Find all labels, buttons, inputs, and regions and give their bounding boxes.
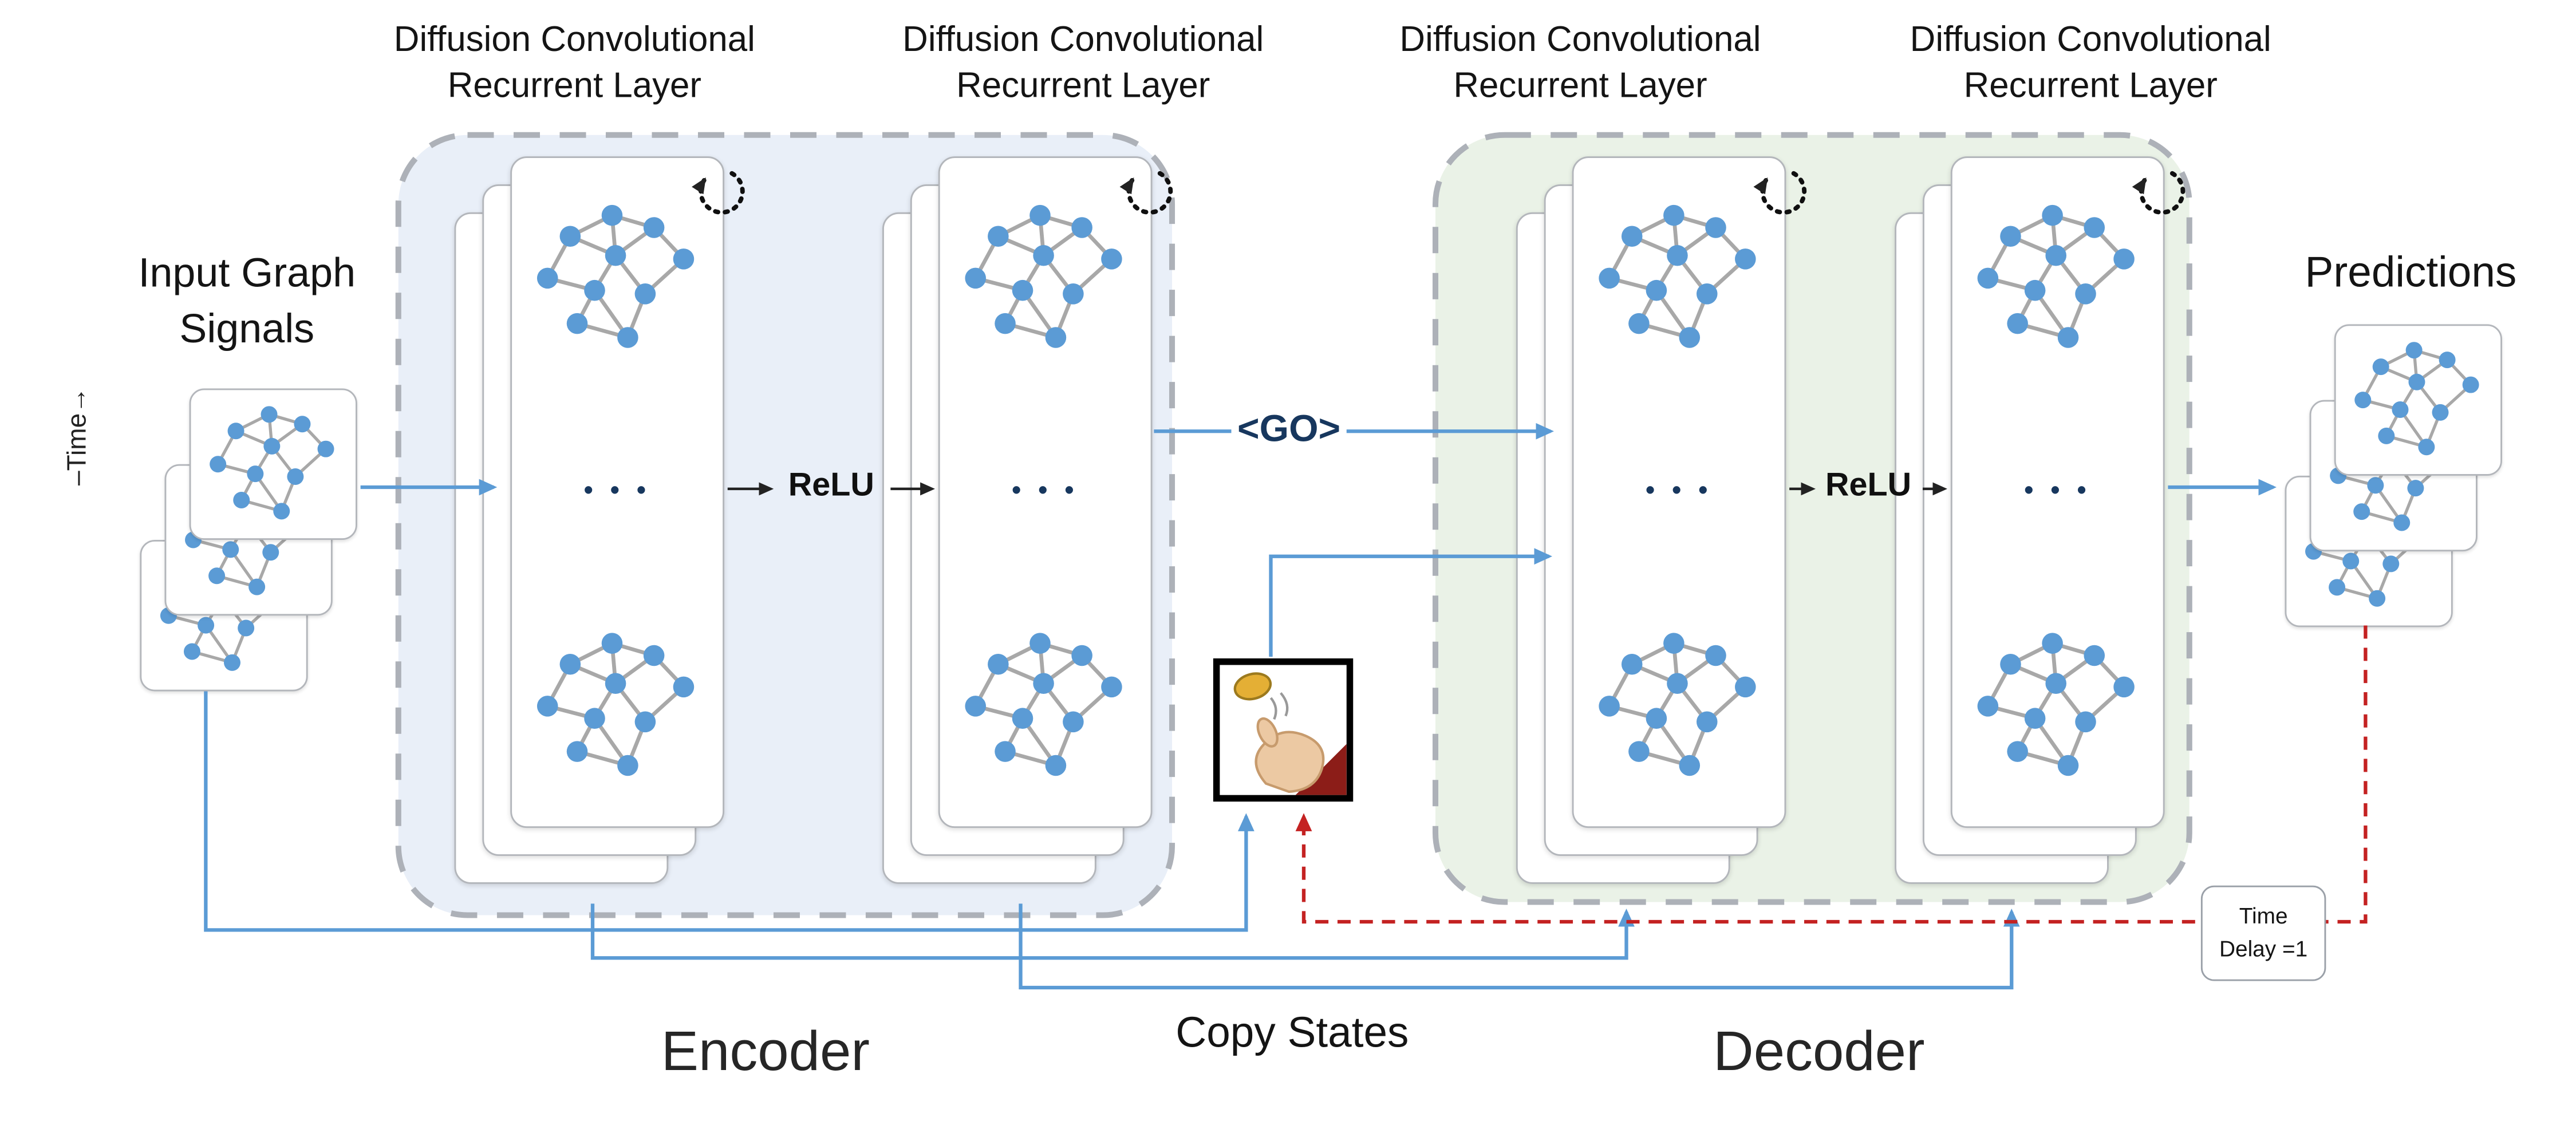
encoder-label: Encoder xyxy=(661,1020,870,1083)
hidden-units-ellipsis: • • • xyxy=(1645,477,1713,506)
decoder-dcrl-stack-2: • • • xyxy=(1895,156,2186,884)
layer-title-4: Diffusion Convolutional Recurrent Layer xyxy=(1910,19,2271,106)
input-graph-signals-label: Input Graph Signals xyxy=(138,250,356,352)
coin-flip-icon xyxy=(1233,672,1347,795)
encoder-dcrl-stack-1: • • • xyxy=(454,156,745,884)
recurrence-arrow-icon xyxy=(1753,171,1807,215)
graph-icon xyxy=(530,198,705,359)
predictions-stack xyxy=(2285,324,2506,630)
decoder-dcrl-stack-1: • • • xyxy=(1516,156,1807,884)
recurrence-arrow-icon xyxy=(2132,171,2186,215)
time-delay-line1: Time xyxy=(2239,904,2288,929)
recurrence-arrow-icon xyxy=(1119,171,1173,215)
layer-card: • • • xyxy=(1950,156,2165,828)
prediction-card xyxy=(2334,324,2502,476)
layer-title-2: Diffusion Convolutional Recurrent Layer xyxy=(902,19,1264,106)
graph-icon xyxy=(1592,198,1766,359)
recurrence-arrow-icon xyxy=(692,171,745,215)
time-delay-box: Time Delay =1 xyxy=(2200,885,2326,981)
input-signals-stack xyxy=(140,388,360,695)
coin-flip-sampler-box xyxy=(1213,658,1354,802)
time-axis-label: –Time→ xyxy=(64,386,92,485)
layer-title-1: Diffusion Convolutional Recurrent Layer xyxy=(393,19,755,106)
input-card xyxy=(189,388,357,540)
graph-icon xyxy=(530,626,705,787)
graph-icon xyxy=(958,626,1133,787)
graph-icon xyxy=(1592,626,1766,787)
layer-card: • • • xyxy=(1572,156,1786,828)
layer-card: • • • xyxy=(510,156,724,828)
graph-icon xyxy=(1970,198,2145,359)
decoder-relu-label: ReLU xyxy=(1825,467,1912,504)
encoder-dcrl-stack-2: • • • xyxy=(882,156,1173,884)
encoder-relu-label: ReLU xyxy=(788,467,874,504)
hidden-units-ellipsis: • • • xyxy=(1012,477,1079,506)
graph-icon xyxy=(2349,339,2488,461)
copy-states-label: Copy States xyxy=(1175,1007,1409,1057)
time-delay-line2: Delay =1 xyxy=(2219,936,2308,961)
layer-card: • • • xyxy=(938,156,1153,828)
hidden-units-ellipsis: • • • xyxy=(583,477,651,506)
graph-icon xyxy=(958,198,1133,359)
predictions-label: Predictions xyxy=(2305,247,2517,297)
layer-title-3: Diffusion Convolutional Recurrent Layer xyxy=(1399,19,1761,106)
decoder-label: Decoder xyxy=(1713,1020,1925,1083)
go-token-label: <GO> xyxy=(1237,406,1341,449)
graph-icon xyxy=(204,403,343,525)
hidden-units-ellipsis: • • • xyxy=(2024,477,2092,506)
graph-icon xyxy=(1970,626,2145,787)
